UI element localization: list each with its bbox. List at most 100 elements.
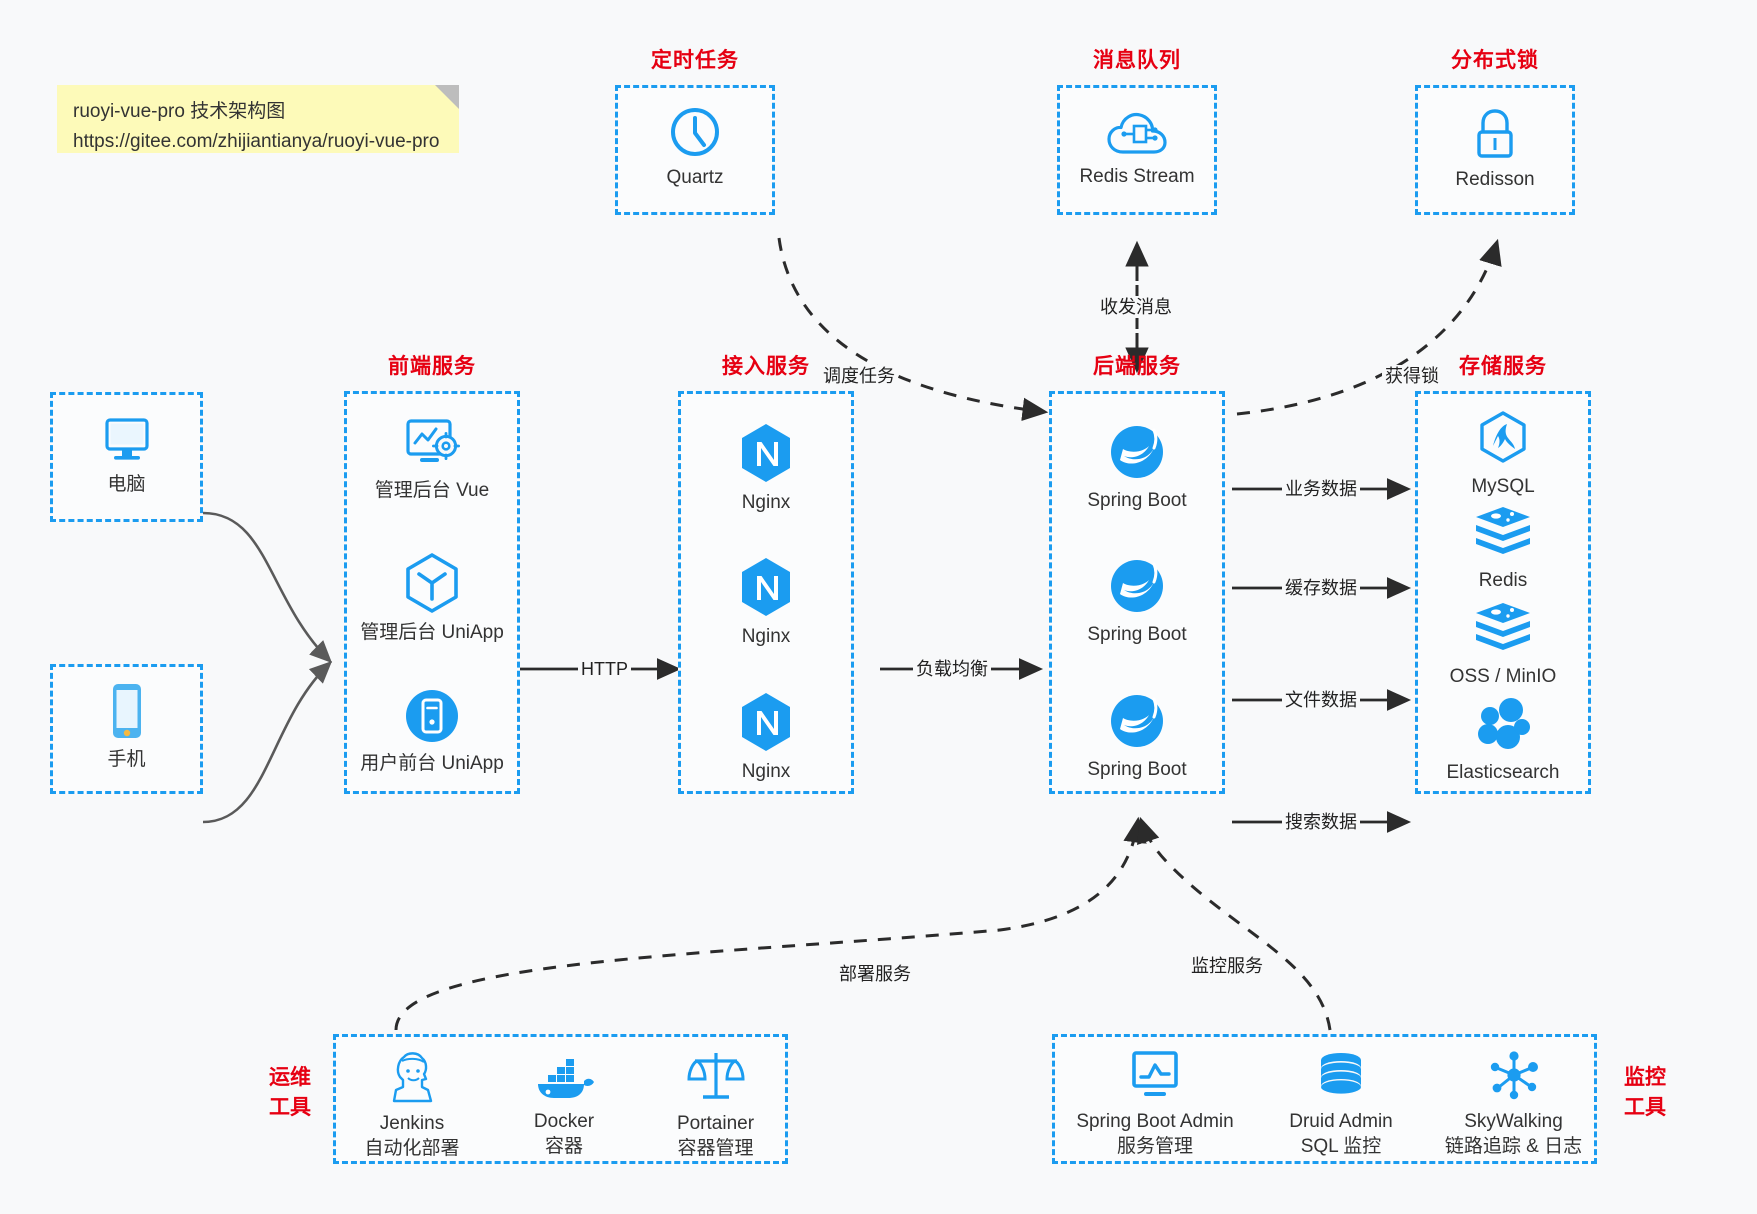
edge-quartz-to-backend: [777, 237, 1049, 421]
node-springboot-3[interactable]: Spring Boot: [1052, 691, 1222, 782]
node-admin-vue[interactable]: 管理后台 Vue: [347, 416, 517, 503]
edge-label-http: HTTP: [578, 658, 631, 680]
group-box-scheduled-task[interactable]: Quartz: [615, 85, 775, 215]
node-spring-boot-admin[interactable]: Spring Boot Admin 服务管理: [1055, 1049, 1255, 1159]
edge-mobile-to-frontend: [202, 661, 333, 824]
node-redis[interactable]: Redis: [1418, 504, 1588, 593]
node-label: 管理后台 UniApp: [360, 622, 504, 643]
group-box-client-desktop[interactable]: 电脑: [50, 392, 203, 522]
group-box-access[interactable]: Nginx Nginx Nginx: [678, 391, 854, 794]
nginx-icon: [737, 422, 795, 484]
node-user-uniapp[interactable]: 用户前台 UniApp: [347, 687, 517, 776]
desktop-computer-icon: [99, 414, 155, 466]
node-mobile[interactable]: 手机: [53, 681, 200, 772]
node-sublabel: 容器管理: [677, 1138, 754, 1159]
node-redis-stream[interactable]: Redis Stream: [1060, 110, 1214, 189]
node-nginx-3[interactable]: Nginx: [681, 691, 851, 784]
node-desktop[interactable]: 电脑: [53, 414, 200, 497]
group-title-backend: 后端服务: [1093, 355, 1181, 378]
node-sublabel: 容器: [544, 1136, 583, 1157]
group-box-monitoring[interactable]: Spring Boot Admin 服务管理 Druid Admin: [1052, 1034, 1597, 1164]
node-label: Jenkins: [379, 1113, 445, 1134]
group-title-frontend: 前端服务: [388, 355, 476, 378]
group-title-monitoring: 监控 工具: [1610, 1063, 1680, 1123]
node-elasticsearch[interactable]: Elasticsearch: [1418, 696, 1588, 785]
node-sublabel: 服务管理: [1116, 1136, 1193, 1157]
node-springboot-1[interactable]: Spring Boot: [1052, 422, 1222, 513]
group-box-distributed-lock[interactable]: Redisson: [1415, 85, 1575, 215]
monitoring-title-line2: 工具: [1624, 1096, 1666, 1119]
node-admin-uniapp[interactable]: 管理后台 UniApp: [347, 552, 517, 645]
node-sublabel: 自动化部署: [364, 1138, 460, 1159]
node-label: Redis Stream: [1079, 166, 1195, 187]
cube-icon: [403, 552, 461, 614]
node-label: Druid Admin: [1289, 1111, 1393, 1132]
node-druid-admin[interactable]: Druid Admin SQL 监控: [1255, 1051, 1427, 1159]
group-box-storage[interactable]: MySQL Redis: [1415, 391, 1591, 794]
devops-title-line1: 运维: [269, 1066, 311, 1089]
node-jenkins[interactable]: Jenkins 自动化部署: [336, 1049, 488, 1161]
node-label: Nginx: [741, 761, 791, 782]
cloud-stream-icon: [1106, 110, 1168, 158]
edge-label-send-receive-message: 收发消息: [1097, 296, 1175, 318]
node-label: SkyWalking: [1464, 1111, 1563, 1132]
node-label: OSS / MinIO: [1449, 666, 1557, 687]
group-box-devops[interactable]: Jenkins 自动化部署 Docker 容器: [333, 1034, 788, 1164]
redis-icon: [1472, 504, 1534, 562]
clock-icon: [668, 105, 722, 159]
group-title-storage: 存储服务: [1459, 355, 1547, 378]
group-title-access: 接入服务: [722, 355, 810, 378]
node-oss-minio[interactable]: OSS / MinIO: [1418, 600, 1588, 689]
node-sublabel: SQL 监控: [1300, 1136, 1382, 1157]
node-sublabel: 链路追踪 & 日志: [1444, 1136, 1583, 1157]
node-skywalking[interactable]: SkyWalking 链路追踪 & 日志: [1427, 1049, 1600, 1159]
docker-icon: [532, 1053, 596, 1103]
node-portainer[interactable]: Portainer 容器管理: [640, 1049, 791, 1161]
node-label: 管理后台 Vue: [374, 480, 490, 501]
lock-icon: [1468, 107, 1522, 161]
group-box-message-queue[interactable]: Redis Stream: [1057, 85, 1217, 215]
group-box-client-mobile[interactable]: 手机: [50, 664, 203, 794]
edge-label-deploy-service: 部署服务: [836, 963, 914, 985]
edge-label-file-data: 文件数据: [1282, 689, 1360, 711]
node-label: Quartz: [666, 167, 724, 188]
node-docker[interactable]: Docker 容器: [488, 1053, 640, 1159]
group-title-message-queue: 消息队列: [1093, 49, 1181, 72]
edge-label-acquire-lock: 获得锁: [1382, 365, 1442, 387]
database-icon: [1314, 1051, 1368, 1103]
mysql-icon: [1474, 410, 1532, 468]
node-label: Redis: [1478, 570, 1528, 591]
node-label: 电脑: [107, 474, 146, 495]
monitoring-title-line1: 监控: [1624, 1066, 1666, 1089]
edge-devops-to-backend: [394, 816, 1147, 1031]
edge-backend-to-redisson: [1236, 238, 1502, 416]
scales-icon: [686, 1049, 746, 1105]
node-nginx-1[interactable]: Nginx: [681, 422, 851, 515]
node-nginx-2[interactable]: Nginx: [681, 556, 851, 649]
node-label: Docker: [533, 1111, 595, 1132]
edge-monitoring-to-backend: [1137, 816, 1332, 1031]
nginx-icon: [737, 691, 795, 753]
node-mysql[interactable]: MySQL: [1418, 410, 1588, 499]
node-label: 手机: [107, 749, 146, 770]
mobile-phone-icon: [107, 681, 147, 741]
edge-label-business-data: 业务数据: [1282, 478, 1360, 500]
node-label: Elasticsearch: [1446, 762, 1560, 783]
node-redisson[interactable]: Redisson: [1418, 107, 1572, 192]
jenkins-icon: [384, 1049, 440, 1105]
node-label: Spring Boot: [1087, 624, 1187, 645]
node-label: MySQL: [1471, 476, 1535, 497]
node-label: Spring Boot: [1087, 759, 1187, 780]
group-box-frontend[interactable]: 管理后台 Vue 管理后台 UniApp 用户前台 UniApp: [344, 391, 520, 794]
group-box-backend[interactable]: Spring Boot Spring Boot Spring Boot: [1049, 391, 1225, 794]
monitor-chart-icon: [1126, 1049, 1184, 1103]
edge-label-cache-data: 缓存数据: [1282, 577, 1360, 599]
node-label: Spring Boot Admin: [1076, 1111, 1234, 1132]
sticky-note: ruoyi-vue-pro 技术架构图 https://gitee.com/zh…: [57, 85, 459, 153]
app-circle-icon: [403, 687, 461, 745]
edge-label-monitor-service: 监控服务: [1188, 955, 1266, 977]
spring-boot-icon: [1107, 556, 1167, 616]
node-quartz[interactable]: Quartz: [618, 105, 772, 190]
node-springboot-2[interactable]: Spring Boot: [1052, 556, 1222, 647]
